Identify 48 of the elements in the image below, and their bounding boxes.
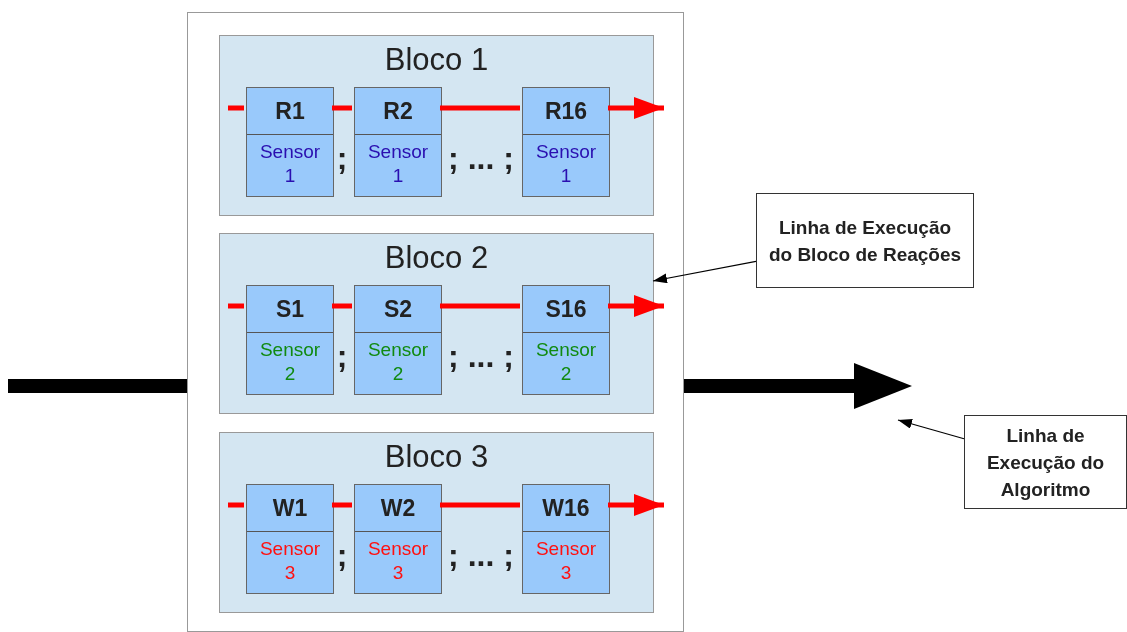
sensor-label: Sensor 3 xyxy=(534,537,598,585)
sensor-label: Sensor 2 xyxy=(366,338,430,386)
leader-line xyxy=(897,419,965,440)
sensor-box xyxy=(246,484,334,594)
sensor-label: Sensor 3 xyxy=(258,537,322,585)
sensor-label: Sensor 2 xyxy=(258,338,322,386)
node-title: R16 xyxy=(523,88,609,135)
sensor-box xyxy=(354,285,442,395)
arrow xyxy=(608,295,664,317)
sensor-label: Sensor 1 xyxy=(258,140,322,188)
sensor-box xyxy=(246,285,334,395)
separator-text: ; xyxy=(336,140,348,177)
sensor-box xyxy=(522,285,610,395)
callout-box: Linha de Execução do Algoritmo xyxy=(964,415,1127,509)
callout-box: Linha de Execução do Bloco de Reações xyxy=(756,193,974,288)
sensor-box xyxy=(522,484,610,594)
sensor-box xyxy=(522,87,610,197)
node-title: S2 xyxy=(355,286,441,333)
arrow xyxy=(608,97,664,119)
separator-text: ; xyxy=(336,537,348,574)
block-panel xyxy=(219,432,654,613)
node-title: R1 xyxy=(247,88,333,135)
sensor-box xyxy=(354,87,442,197)
arrow xyxy=(652,260,757,284)
sensor-box xyxy=(246,87,334,197)
block-title: Bloco 3 xyxy=(383,439,490,475)
sensor-box xyxy=(354,484,442,594)
container-box xyxy=(187,12,684,632)
block-panel xyxy=(219,233,654,414)
sensor-label: Sensor 1 xyxy=(534,140,598,188)
block-title: Bloco 1 xyxy=(383,42,490,78)
block-panel xyxy=(219,35,654,216)
arrow xyxy=(608,494,664,516)
sensor-label: Sensor 2 xyxy=(534,338,598,386)
separator-text: ; ... ; xyxy=(448,338,514,375)
node-title: S16 xyxy=(523,286,609,333)
separator-text: ; ... ; xyxy=(448,537,514,574)
node-title: W2 xyxy=(355,485,441,532)
sensor-label: Sensor 3 xyxy=(366,537,430,585)
node-title: W1 xyxy=(247,485,333,532)
node-title: W16 xyxy=(523,485,609,532)
arrow xyxy=(684,363,912,409)
separator-text: ; xyxy=(336,338,348,375)
node-title: R2 xyxy=(355,88,441,135)
separator-text: ; ... ; xyxy=(448,140,514,177)
sensor-label: Sensor 1 xyxy=(366,140,430,188)
block-title: Bloco 2 xyxy=(383,240,490,276)
node-title: S1 xyxy=(247,286,333,333)
